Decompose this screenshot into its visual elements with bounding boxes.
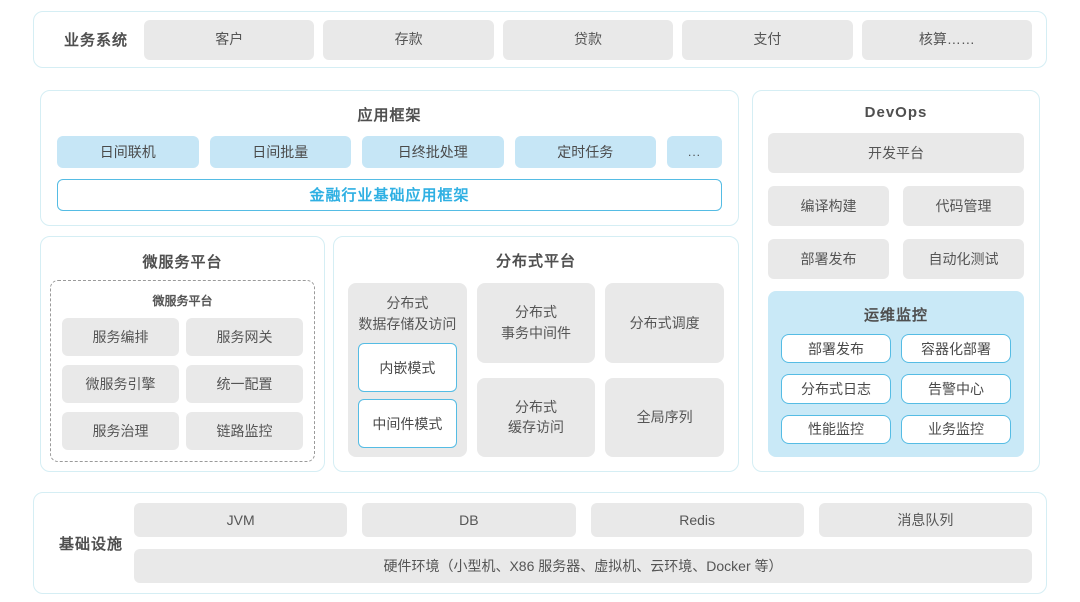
module-db: DB (362, 503, 576, 537)
distributed-storage-title: 分布式 数据存储及访问 (358, 295, 457, 332)
app-framework-modules: 日间联机 日间批量 日终批处理 定时任务 ... (57, 136, 722, 168)
module-code-management: 代码管理 (903, 186, 1024, 226)
microservice-modules: 服务编排 服务网关 微服务引擎 统一配置 服务治理 链路监控 (62, 318, 303, 450)
financial-base-framework-box: 金融行业基础应用框架 (57, 178, 722, 211)
devops-panel: DevOps 开发平台 编译构建 代码管理 部署发布 自动化测试 运维监控 部署… (752, 90, 1040, 472)
business-system-loan: 贷款 (502, 19, 674, 60)
business-systems-chips: 客户 存款 贷款 支付 核算…… (144, 19, 1033, 60)
business-systems-label: 业务系统 (63, 32, 128, 49)
module-automated-testing: 自动化测试 (903, 239, 1024, 279)
module-hardware-environment: 硬件环境（小型机、X86 服务器、虚拟机、云环境、Docker 等） (134, 549, 1032, 583)
microservice-platform-panel: 微服务平台 微服务平台 服务编排 服务网关 微服务引擎 统一配置 服务治理 链路… (40, 236, 325, 472)
business-system-accounting: 核算…… (861, 19, 1033, 60)
module-trace-monitoring: 链路监控 (186, 412, 303, 450)
business-systems-layer: 业务系统 客户 存款 贷款 支付 核算…… (33, 11, 1047, 68)
microservice-platform-title: 微服务平台 (142, 254, 223, 271)
microservice-inner-title: 微服务平台 (152, 294, 213, 308)
module-redis: Redis (590, 503, 804, 537)
middle-area: 应用框架 日间联机 日间批量 日终批处理 定时任务 ... 金融行业基础应用框架… (33, 90, 1047, 472)
module-distributed-scheduling: 分布式调度 (605, 283, 724, 363)
monitor-performance: 性能监控 (781, 414, 891, 444)
devops-title: DevOps (864, 104, 928, 121)
module-daytime-online: 日间联机 (57, 136, 199, 168)
business-system-customer: 客户 (144, 19, 315, 60)
module-service-orchestration: 服务编排 (62, 318, 179, 356)
module-distributed-transaction-middleware: 分布式 事务中间件 (476, 283, 596, 363)
module-more-ellipsis: ... (667, 136, 722, 168)
module-service-governance: 服务治理 (62, 412, 179, 450)
module-unified-config: 统一配置 (186, 365, 303, 403)
infrastructure-content: JVM DB Redis 消息队列 硬件环境（小型机、X86 服务器、虚拟机、云… (134, 503, 1032, 583)
distributed-platform-title: 分布式平台 (495, 253, 576, 270)
module-scheduled-tasks: 定时任务 (514, 136, 656, 168)
app-framework-panel: 应用框架 日间联机 日间批量 日终批处理 定时任务 ... 金融行业基础应用框架 (40, 90, 739, 226)
module-daytime-batch: 日间批量 (209, 136, 351, 168)
mode-middleware: 中间件模式 (358, 399, 457, 448)
module-message-queue: 消息队列 (818, 503, 1032, 537)
module-jvm: JVM (134, 503, 348, 537)
monitor-deploy-release: 部署发布 (781, 334, 891, 364)
module-microservice-engine: 微服务引擎 (62, 365, 179, 403)
monitor-business: 业务监控 (901, 414, 1011, 444)
devops-tools: 编译构建 代码管理 部署发布 自动化测试 (768, 186, 1024, 279)
infrastructure-layer: 基础设施 JVM DB Redis 消息队列 硬件环境（小型机、X86 服务器、… (33, 492, 1047, 594)
business-system-deposit: 存款 (323, 19, 494, 60)
mode-embedded: 内嵌模式 (358, 343, 457, 392)
module-global-sequence: 全局序列 (605, 377, 724, 457)
platform-column: 应用框架 日间联机 日间批量 日终批处理 定时任务 ... 金融行业基础应用框架… (40, 90, 739, 472)
module-dev-platform: 开发平台 (768, 133, 1024, 173)
distributed-platform-panel: 分布式平台 分布式 数据存储及访问 内嵌模式 中间件模式 分布式 事务中间件 分… (333, 236, 739, 472)
monitor-containerized-deploy: 容器化部署 (901, 334, 1011, 364)
module-deploy-release: 部署发布 (768, 239, 889, 279)
business-system-payment: 支付 (682, 19, 853, 60)
microservice-inner-group: 微服务平台 服务编排 服务网关 微服务引擎 统一配置 服务治理 链路监控 (50, 280, 315, 462)
module-build: 编译构建 (768, 186, 889, 226)
app-framework-title: 应用框架 (357, 107, 422, 124)
module-distributed-cache-access: 分布式 缓存访问 (476, 377, 596, 457)
module-eod-batch: 日终批处理 (362, 136, 504, 168)
distributed-modules: 分布式 数据存储及访问 内嵌模式 中间件模式 分布式 事务中间件 分布式调度 分… (348, 283, 724, 457)
ops-monitoring-title: 运维监控 (863, 307, 928, 324)
infrastructure-label: 基础设施 (58, 535, 123, 553)
module-distributed-storage-access: 分布式 数据存储及访问 内嵌模式 中间件模式 (348, 283, 467, 457)
monitor-distributed-log: 分布式日志 (781, 374, 891, 404)
ops-monitoring-panel: 运维监控 部署发布 容器化部署 分布式日志 告警中心 性能监控 业务监控 (768, 291, 1024, 457)
monitor-alert-center: 告警中心 (901, 374, 1011, 404)
module-service-gateway: 服务网关 (186, 318, 303, 356)
platform-row: 微服务平台 微服务平台 服务编排 服务网关 微服务引擎 统一配置 服务治理 链路… (40, 236, 739, 472)
ops-monitoring-modules: 部署发布 容器化部署 分布式日志 告警中心 性能监控 业务监控 (781, 334, 1011, 444)
infrastructure-modules: JVM DB Redis 消息队列 (134, 503, 1032, 537)
